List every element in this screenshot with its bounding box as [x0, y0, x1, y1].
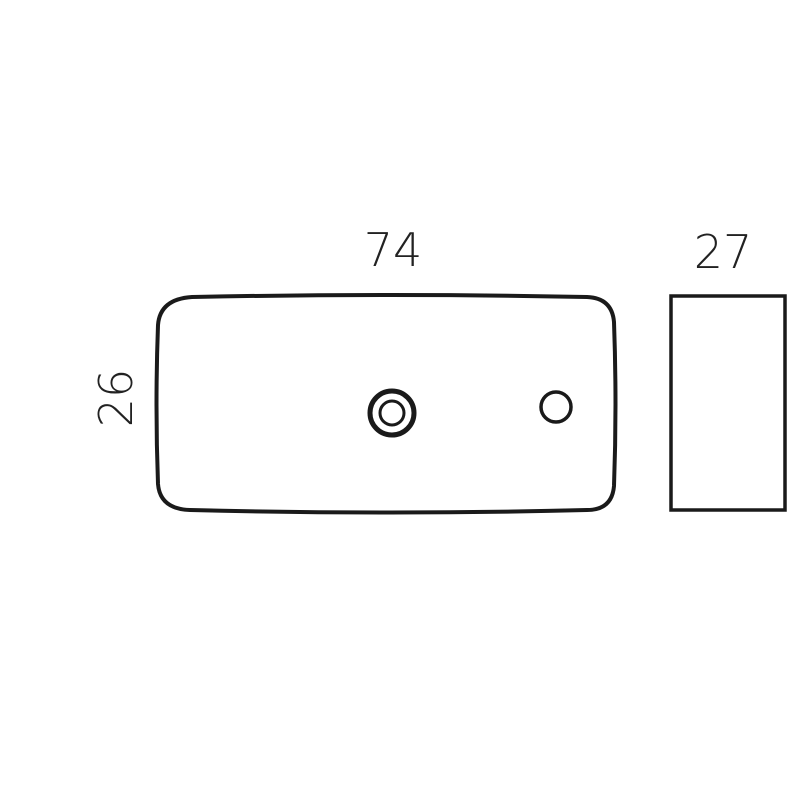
center-hole-outer: [367, 388, 417, 438]
height-dimension-label: 26: [89, 369, 143, 428]
center-hole-inner: [378, 399, 406, 427]
width-dimension-label: 74: [364, 223, 423, 277]
right-hole: [539, 390, 573, 424]
depth-dimension-label: 27: [694, 225, 753, 279]
side-view-outline: [669, 294, 787, 512]
front-view-outline: [154, 293, 618, 515]
